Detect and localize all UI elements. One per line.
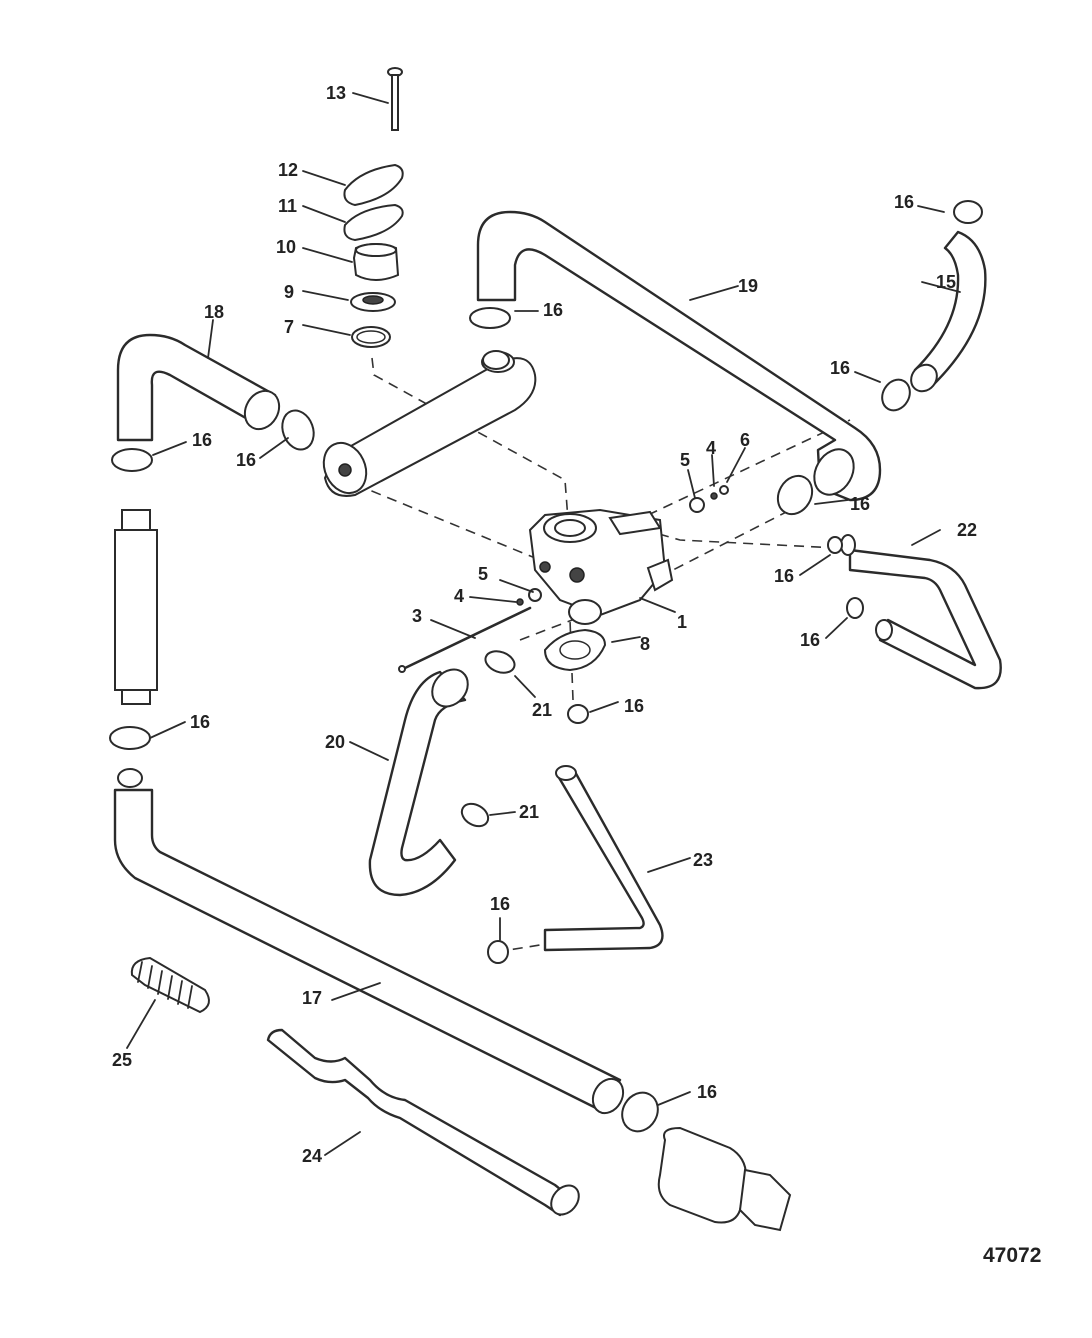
o-ring-7 xyxy=(351,326,391,348)
callout-20: 20 xyxy=(325,732,345,752)
callout-16-pump-bottom: 16 xyxy=(624,696,644,716)
water-filter xyxy=(114,509,158,705)
callout-7: 7 xyxy=(284,317,294,337)
leader-lines xyxy=(126,92,961,1156)
callout-16-left-upper: 16 xyxy=(192,430,212,450)
thermostat-9 xyxy=(350,292,396,312)
callout-17: 17 xyxy=(302,988,322,1008)
cover-12 xyxy=(343,163,404,207)
hose-18 xyxy=(116,333,281,442)
hose-15 xyxy=(910,230,987,393)
callout-25: 25 xyxy=(112,1050,132,1070)
callout-16-hose-17: 16 xyxy=(697,1082,717,1102)
callout-16-hose-15: 16 xyxy=(830,358,850,378)
figure-number: 47072 xyxy=(983,1244,1041,1267)
hose-20 xyxy=(368,668,469,897)
small-parts xyxy=(398,485,729,673)
callout-10: 10 xyxy=(276,237,296,257)
callout-4-upper: 4 xyxy=(706,438,716,458)
callout-12: 12 xyxy=(278,160,298,180)
callout-16-hose-19-end: 16 xyxy=(850,494,870,514)
hose-24 xyxy=(266,1028,580,1217)
callout-13: 13 xyxy=(326,83,346,103)
callout-1: 1 xyxy=(677,612,687,632)
housing-10 xyxy=(352,243,400,281)
callout-16-hose-22-upper: 16 xyxy=(774,566,794,586)
hose-19 xyxy=(476,210,882,502)
callout-16-housing: 16 xyxy=(236,450,256,470)
callout-16-hose-23: 16 xyxy=(490,894,510,914)
callout-16-top-right: 16 xyxy=(894,192,914,212)
callout-6: 6 xyxy=(740,430,750,450)
callout-21-upper: 21 xyxy=(532,700,552,720)
hose-23 xyxy=(543,765,664,952)
pump-body-1 xyxy=(528,508,674,625)
bellows-25 xyxy=(130,956,210,1014)
bolt-13 xyxy=(387,67,403,131)
callout-19: 19 xyxy=(738,276,758,296)
callout-labels: 1 3 4 4 5 5 6 7 8 9 10 11 12 13 15 16 16… xyxy=(112,83,977,1166)
callout-15: 15 xyxy=(936,272,956,292)
callout-23: 23 xyxy=(693,850,713,870)
callout-5-upper: 5 xyxy=(680,450,690,470)
callout-16-hose-19: 16 xyxy=(543,300,563,320)
callout-5-lower: 5 xyxy=(478,564,488,584)
sea-water-pump xyxy=(657,1126,792,1232)
callout-3: 3 xyxy=(412,606,422,626)
callout-4-lower: 4 xyxy=(454,586,464,606)
callout-24: 24 xyxy=(302,1146,322,1166)
gasket-11 xyxy=(343,203,404,242)
callout-16-left-lower: 16 xyxy=(190,712,210,732)
callout-18: 18 xyxy=(204,302,224,322)
callout-22: 22 xyxy=(957,520,977,540)
callout-8: 8 xyxy=(640,634,650,654)
hose-22 xyxy=(840,534,1002,690)
callout-21-lower: 21 xyxy=(519,802,539,822)
hose-clamps xyxy=(109,200,983,1133)
hose-17 xyxy=(113,788,625,1115)
callout-9: 9 xyxy=(284,282,294,302)
callout-11: 11 xyxy=(278,196,297,216)
callout-16-hose-22-lower: 16 xyxy=(800,630,820,650)
thermostat-housing xyxy=(322,351,537,497)
